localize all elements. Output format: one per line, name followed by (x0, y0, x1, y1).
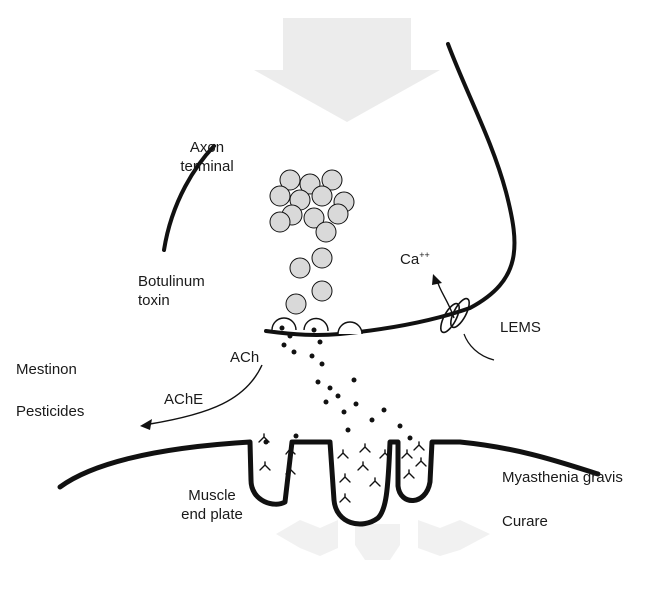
top-shadow-arrow (254, 18, 440, 122)
axon-terminal-line-1: Axon (168, 138, 246, 157)
bottom-shadow-arrows (276, 520, 490, 560)
muscle-end-plate-line-2: end plate (170, 505, 254, 524)
ache-label: AChE (164, 390, 203, 409)
ach-molecules (264, 326, 413, 445)
muscle-end-plate-label: Muscle end plate (170, 486, 254, 524)
botulinum-line-2: toxin (138, 291, 205, 310)
calcium-charge: ++ (419, 250, 430, 260)
myasthenia-gravis-label: Myasthenia gravis (502, 468, 623, 487)
ache-arrowhead (140, 419, 152, 430)
pesticides-label: Pesticides (16, 402, 84, 421)
ach-label: ACh (230, 348, 259, 367)
curare-label: Curare (502, 512, 548, 531)
botulinum-toxin-label: Botulinum toxin (138, 272, 205, 310)
botulinum-line-1: Botulinum (138, 272, 205, 291)
calcium-arrowhead (432, 274, 442, 285)
axon-terminal-line-2: terminal (168, 157, 246, 176)
lems-label: LEMS (500, 318, 541, 337)
axon-terminal-label: Axon terminal (168, 138, 246, 176)
calcium-symbol: Ca (400, 251, 419, 268)
mestinon-label: Mestinon (16, 360, 77, 379)
muscle-end-plate-line-1: Muscle (170, 486, 254, 505)
synaptic-vesicles (270, 170, 354, 314)
lems-pointer (464, 334, 494, 360)
calcium-label: Ca++ (400, 246, 430, 269)
